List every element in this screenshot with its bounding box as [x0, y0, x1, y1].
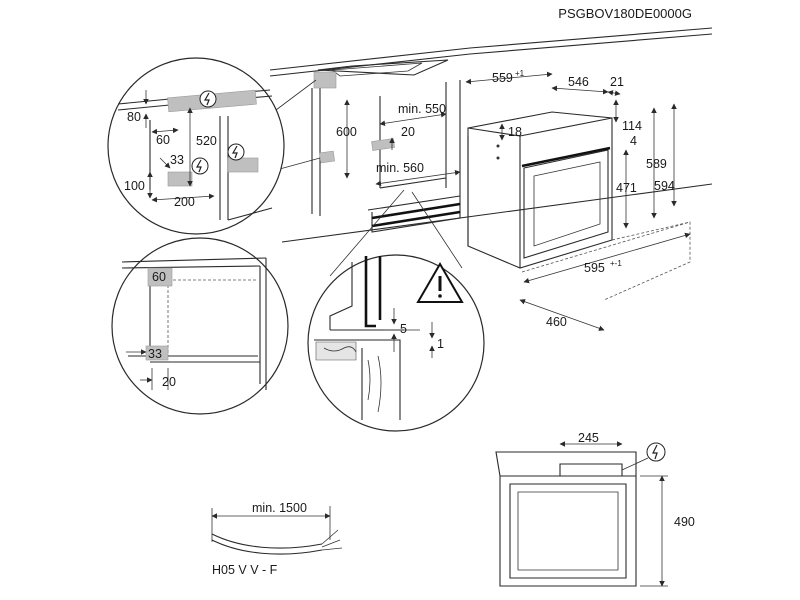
dim-1: 1 [437, 337, 444, 351]
detail-socket: 80 60 520 33 100 200 [117, 89, 273, 221]
dim-595: 595 [584, 261, 605, 275]
dim-33: 33 [170, 153, 184, 167]
dim-460: 460 [546, 315, 567, 329]
cable-detail: min. 1500 H05 V V - F [211, 501, 343, 577]
electric-power-icon [227, 143, 245, 161]
dim-5: 5 [400, 322, 407, 336]
detail-gap: 5 1 [314, 256, 464, 420]
side-view: 245 490 [495, 431, 695, 587]
dim-60: 60 [156, 133, 170, 147]
dim-589: 589 [646, 157, 667, 171]
cabinet-dims: 600 min. 550 20 min. 560 [336, 99, 461, 187]
dim-471: 471 [616, 181, 637, 195]
dim-559: 559 [492, 71, 513, 85]
dim-min550: min. 550 [398, 102, 446, 116]
electric-power-icon [191, 157, 209, 175]
dim-490: 490 [674, 515, 695, 529]
dim-33: 33 [148, 347, 162, 361]
dim-245: 245 [578, 431, 599, 445]
detail-vent-circle [111, 237, 289, 415]
dim-200: 200 [174, 195, 195, 209]
dim-20: 20 [401, 125, 415, 139]
dim-546: 546 [568, 75, 589, 89]
dim-520: 520 [196, 134, 217, 148]
dim-18: 18 [508, 125, 522, 139]
dim-min560: min. 560 [376, 161, 424, 175]
dim-4: 4 [630, 134, 637, 148]
cable-length: min. 1500 [252, 501, 307, 515]
warning-triangle-icon [416, 262, 464, 303]
oven-dims: 559 +1 546 21 114 4 18 471 589 594 595 +… [465, 69, 691, 331]
dim-595-tol: +-1 [610, 259, 622, 268]
dim-559-tol: +1 [515, 69, 525, 78]
dim-100: 100 [124, 179, 145, 193]
detail-vent: 60 33 20 [121, 257, 267, 390]
electric-power-icon [199, 90, 217, 108]
dim-80: 80 [127, 110, 141, 124]
oven-body [467, 111, 613, 269]
dim-21: 21 [610, 75, 624, 89]
vent-zone [371, 138, 395, 151]
dim-600: 600 [336, 125, 357, 139]
dim-114: 114 [622, 119, 642, 133]
dim-20: 20 [162, 375, 176, 389]
electric-power-icon [646, 442, 666, 462]
socket-zone-side [319, 150, 335, 164]
socket-zone-top [313, 71, 337, 89]
product-code: PSGBOV180DE0000G [558, 6, 692, 21]
dim-60: 60 [152, 270, 166, 284]
dim-594: 594 [654, 179, 675, 193]
cable-type: H05 V V - F [212, 563, 278, 577]
